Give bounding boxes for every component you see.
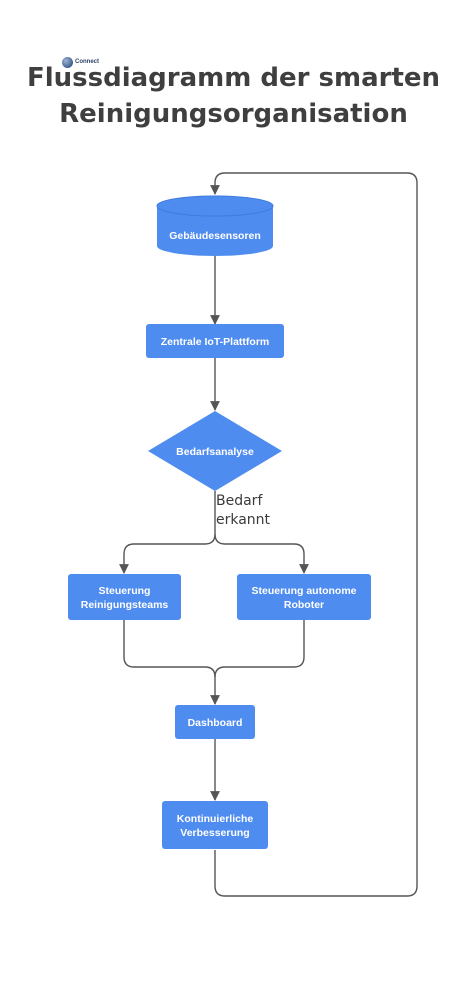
logo-text: Connect bbox=[75, 59, 99, 65]
node-teams: Steuerung Reinigungsteams bbox=[68, 574, 181, 620]
edge-label-bedarf-erkannt: Bedarf erkannt bbox=[216, 493, 271, 528]
node-dashboard-label: Dashboard bbox=[188, 717, 243, 729]
edge-label-line-1: Bedarf bbox=[216, 493, 263, 509]
edge-analysis-teams bbox=[119, 491, 216, 574]
title-line-1: Flussdiagramm der smarten bbox=[26, 63, 441, 93]
node-platform: Zentrale IoT-Plattform bbox=[146, 324, 284, 358]
edge-label-line-2: erkannt bbox=[216, 512, 271, 528]
node-dashboard: Dashboard bbox=[175, 705, 255, 739]
node-sensors: Gebäudesensoren bbox=[156, 195, 274, 256]
node-improvement-label-line-1: Kontinuierliche bbox=[177, 813, 254, 825]
logo: Connect bbox=[62, 55, 114, 69]
edge-teams-dashboard bbox=[123, 620, 220, 705]
node-teams-label-line-2: Reinigungsteams bbox=[81, 599, 169, 611]
logo-icon bbox=[62, 56, 73, 68]
edge-analysis-robots bbox=[214, 533, 309, 574]
node-robots-label-line-2: Roboter bbox=[284, 599, 324, 611]
node-robots: Steuerung autonome Roboter bbox=[237, 574, 371, 620]
node-sensors-label: Gebäudesensoren bbox=[169, 230, 261, 242]
node-improvement: Kontinuierliche Verbesserung bbox=[162, 801, 268, 849]
edge-feedback-loop bbox=[210, 172, 418, 897]
node-improvement-label-line-2: Verbesserung bbox=[180, 827, 249, 839]
node-teams-label-line-1: Steuerung bbox=[99, 585, 151, 597]
edges bbox=[119, 172, 418, 897]
node-analysis: Bedarfsanalyse bbox=[148, 411, 282, 491]
node-robots-label-line-1: Steuerung autonome bbox=[251, 585, 356, 597]
page-title: Flussdiagramm der smarten Reinigungsorga… bbox=[0, 60, 467, 132]
title-line-2: Reinigungsorganisation bbox=[59, 99, 408, 129]
node-platform-label: Zentrale IoT-Plattform bbox=[161, 336, 270, 348]
node-analysis-label: Bedarfsanalyse bbox=[176, 446, 254, 458]
edge-robots-dashboard bbox=[214, 620, 305, 678]
